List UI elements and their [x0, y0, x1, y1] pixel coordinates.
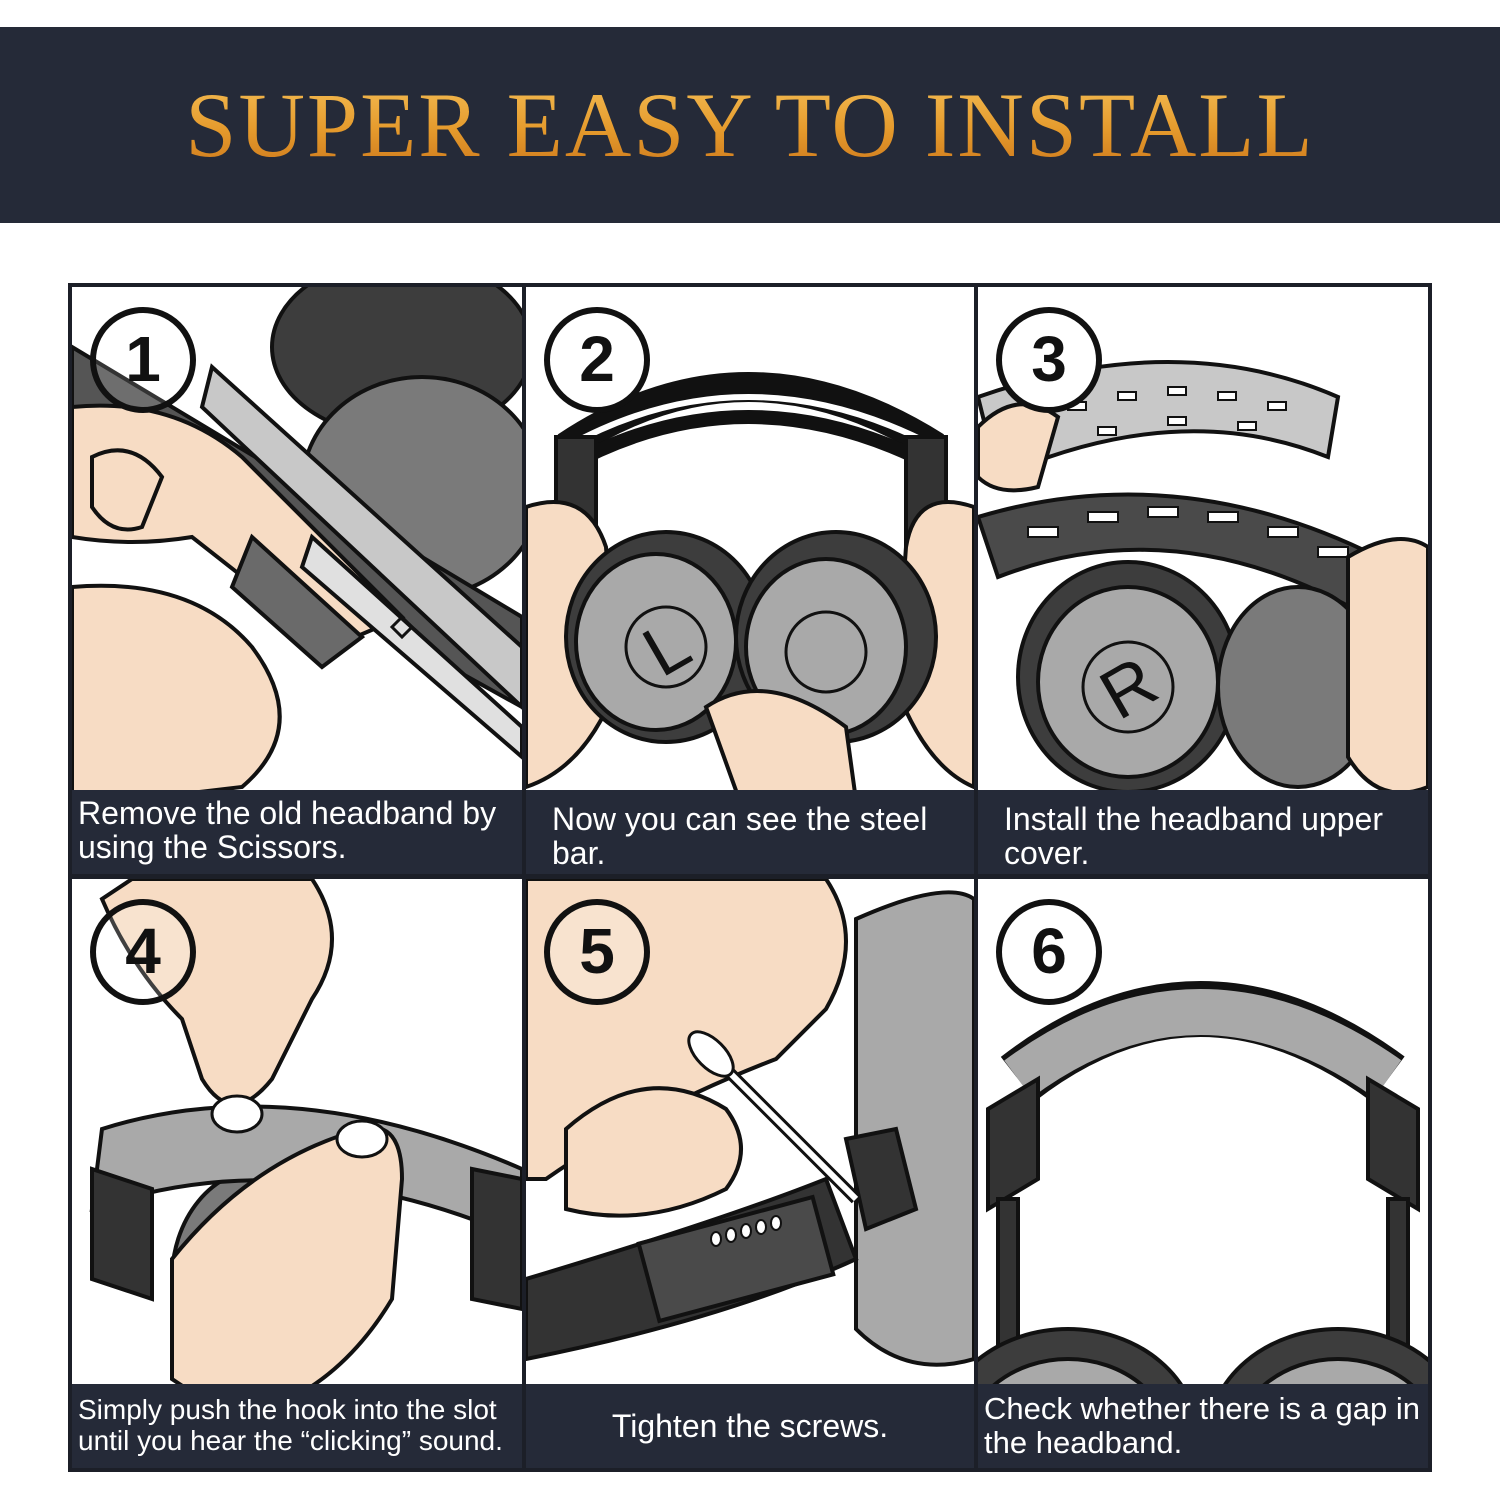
step-5-caption: Tighten the screws. [526, 1384, 974, 1468]
step-5-illustration [526, 879, 974, 1367]
step-5-number: 5 [579, 915, 615, 987]
step-3-number: 3 [1031, 323, 1067, 395]
step-2-number: 2 [579, 323, 615, 395]
step-1-caption: Remove the old headband by using the Sci… [72, 790, 522, 874]
step-3-panel: R 3 Install the headband upper cover. [978, 287, 1428, 874]
step-5-panel: 5 Tighten the screws. [526, 879, 974, 1468]
step-4-panel: 4 Simply push the hook into the slot unt… [72, 879, 522, 1468]
step-4-number-badge: 4 [90, 899, 196, 1005]
step-2-illustration: L [526, 372, 974, 874]
step-4-number: 4 [125, 915, 161, 987]
step-3-caption: Install the headband upper cover. [978, 790, 1428, 874]
steps-grid: 1 Remove the old headband by using the S… [68, 283, 1432, 1472]
step-6-number-badge: 6 [996, 899, 1102, 1005]
step-6-number: 6 [1031, 915, 1067, 987]
step-6-panel: 6 Check whether there is a gap in the he… [978, 879, 1428, 1468]
step-2-panel: L 2 Now you can see the steel bar. [526, 287, 974, 874]
step-1-panel: 1 Remove the old headband by using the S… [72, 287, 522, 874]
step-4-caption: Simply push the hook into the slot until… [72, 1384, 522, 1468]
step-2-caption: Now you can see the steel bar. [526, 790, 974, 874]
step-1-illustration [72, 287, 522, 810]
banner-title: SUPER EASY TO INSTALL [185, 74, 1315, 176]
step-4-illustration [89, 879, 522, 1422]
step-6-caption: Check whether there is a gap in the head… [978, 1384, 1428, 1468]
step-3-number-badge: 3 [996, 307, 1102, 413]
step-1-number: 1 [125, 323, 161, 395]
step-1-number-badge: 1 [90, 307, 196, 413]
header-banner: SUPER EASY TO INSTALL [0, 27, 1500, 223]
step-3-illustration: R [978, 360, 1428, 795]
step-5-number-badge: 5 [544, 899, 650, 1005]
step-2-number-badge: 2 [544, 307, 650, 413]
